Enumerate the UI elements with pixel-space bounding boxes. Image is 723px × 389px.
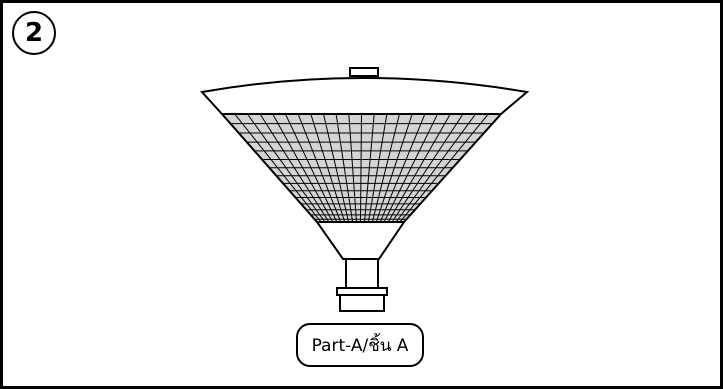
socket-collar-top: [336, 287, 388, 296]
step-number-badge: 2: [12, 11, 56, 55]
grid-column-line: [367, 114, 388, 222]
grid-column-line: [399, 114, 489, 222]
grid-column-line: [272, 114, 334, 222]
step-number: 2: [24, 18, 44, 48]
grid-column-line: [284, 114, 338, 222]
grid-column-line: [323, 114, 350, 222]
grid-column-line: [360, 114, 362, 222]
shade-top-cap: [200, 77, 530, 115]
grid-column-line: [375, 114, 413, 222]
grid-column-line: [335, 114, 354, 222]
grid-column-line: [234, 114, 322, 222]
grid-column-line: [379, 114, 426, 222]
grid-column-line: [383, 114, 439, 222]
part-label-text: Part-A/ชิ้น A: [311, 335, 409, 356]
grid-column-line: [310, 114, 346, 222]
grid-column-line: [391, 114, 464, 222]
grid-column-line: [364, 114, 375, 222]
grid-column-line: [371, 114, 400, 222]
grid-column-line: [387, 114, 451, 222]
shade-neck: [345, 258, 379, 289]
grid-column-line: [297, 114, 342, 222]
shade-grid-body: [222, 114, 501, 222]
part-label: Part-A/ชิ้น A: [296, 323, 424, 367]
grid-column-line: [395, 114, 477, 222]
socket-collar-bottom: [339, 294, 385, 312]
grid-column-line: [348, 114, 357, 222]
grid-column-line: [259, 114, 330, 222]
grid-column-line: [246, 114, 326, 222]
shade-lower-cone: [315, 221, 406, 260]
shade-top-knob: [349, 67, 379, 77]
